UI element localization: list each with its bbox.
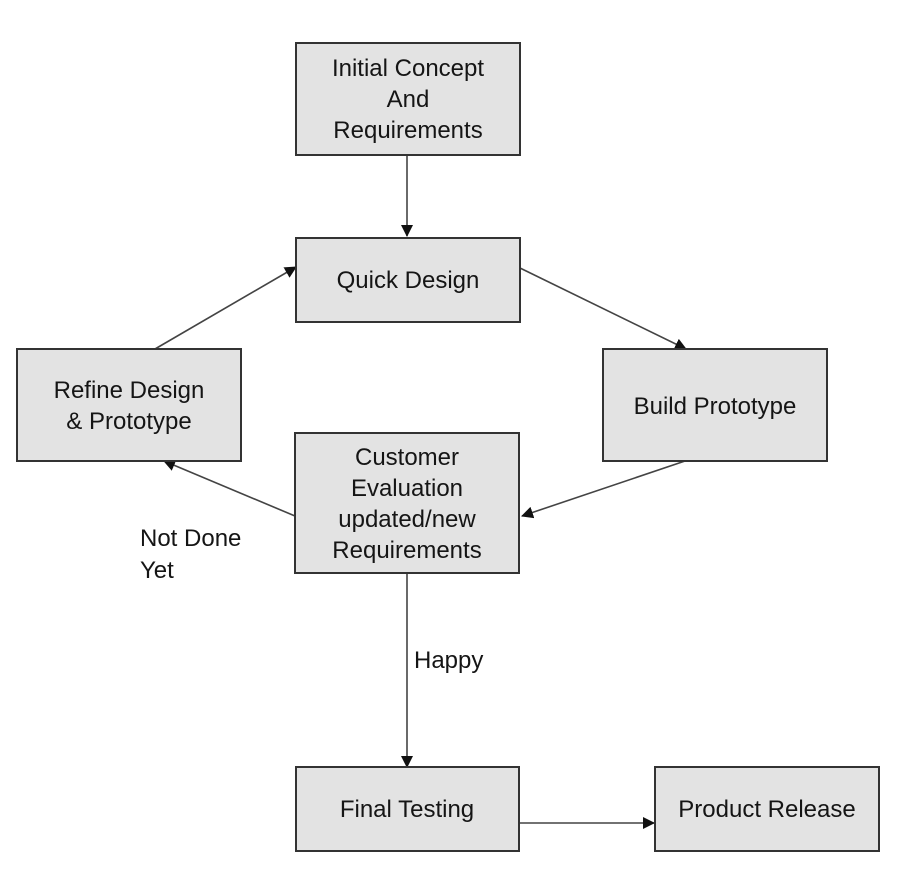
node-product-release-label: Product Release (678, 796, 855, 823)
edge-label-not-done-yet-line-2: Yet (140, 557, 174, 584)
node-quick-design: Quick Design (295, 237, 521, 323)
node-product-release: Product Release (654, 766, 880, 852)
node-customer-evaluation: Customer Evaluation updated/new Requirem… (294, 432, 520, 574)
node-initial-concept-line-3: Requirements (333, 117, 482, 144)
node-refine-design-line-1: Refine Design (54, 377, 205, 404)
edge-label-not-done-yet-line-1: Not Done (140, 525, 241, 552)
node-build-prototype-label: Build Prototype (634, 393, 797, 420)
node-customer-evaluation-line-2: Evaluation (351, 475, 463, 502)
node-final-testing: Final Testing (295, 766, 520, 852)
node-refine-design: Refine Design & Prototype (16, 348, 242, 462)
node-customer-evaluation-line-3: updated/new (338, 506, 476, 533)
edge-quick-design-to-build-prototype (519, 267, 687, 350)
edge-build-prototype-to-customer-evaluation (521, 459, 689, 519)
node-customer-evaluation-line-1: Customer (355, 444, 459, 471)
node-initial-concept-line-2: And (387, 86, 430, 113)
edge-label-happy: Happy (414, 647, 483, 674)
node-build-prototype: Build Prototype (602, 348, 828, 462)
node-customer-evaluation-line-4: Requirements (332, 537, 481, 564)
edge-customer-evaluation-to-refine-design (163, 459, 296, 517)
node-initial-concept-line-1: Initial Concept (332, 55, 484, 82)
edges (154, 155, 689, 829)
node-refine-design-line-2: & Prototype (66, 408, 191, 435)
node-final-testing-label: Final Testing (340, 796, 474, 823)
edge-label-not-done-yet: Not Done Yet (140, 525, 241, 584)
edge-refine-design-to-quick-design (154, 266, 297, 350)
node-initial-concept: Initial Concept And Requirements (295, 42, 521, 156)
node-quick-design-label: Quick Design (337, 267, 480, 294)
